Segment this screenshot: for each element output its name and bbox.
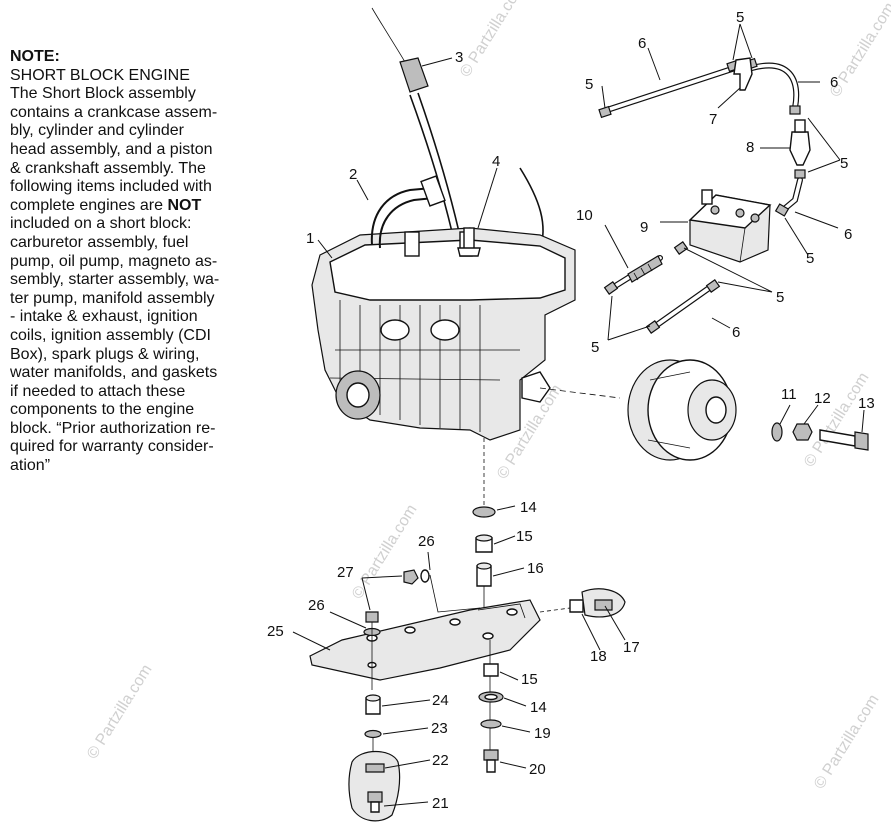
fuel-pump	[688, 189, 772, 263]
note-line: coils, ignition assembly (CDI	[10, 326, 211, 344]
callout-5: 5	[736, 9, 744, 26]
note-line: components to the engine	[10, 401, 195, 419]
callout-11: 11	[781, 386, 797, 403]
spark-plug-wires	[370, 175, 446, 249]
callout-25: 25	[267, 623, 284, 640]
watermark: © Partzilla.com	[84, 662, 156, 762]
callout-10: 10	[576, 207, 593, 224]
note-line: SHORT BLOCK ENGINE	[10, 66, 190, 84]
note-line: & crankshaft assembly. The	[10, 159, 206, 177]
callout-17: 17	[623, 639, 640, 656]
lower-mount-stack	[478, 640, 504, 773]
leader-lines	[292, 23, 865, 807]
callout-5: 5	[585, 76, 593, 93]
note-line: - intake & exhaust, ignition	[10, 308, 198, 326]
callout-23: 23	[431, 720, 448, 737]
note-title: NOTE:	[10, 48, 60, 65]
note-line: water manifolds, and gaskets	[10, 364, 218, 382]
callout-27: 27	[337, 564, 354, 581]
note-emphasis: NOT	[167, 196, 202, 214]
fuel-filter	[789, 119, 811, 166]
callout-5: 5	[591, 339, 599, 356]
side-bolt-assembly	[539, 588, 626, 618]
callout-6: 6	[732, 324, 740, 341]
flywheel-assembly	[627, 359, 737, 461]
note-line: The Short Block assembly	[10, 85, 196, 103]
callout-12: 12	[814, 390, 831, 407]
callout-9: 9	[640, 219, 648, 236]
callout-numbers: 1 2 3 4 5 5 5 5 5 5 6 6 6 6 7 8 9 10 11 …	[267, 9, 875, 812]
callout-14: 14	[530, 699, 547, 716]
check-valve	[627, 255, 663, 283]
callout-24: 24	[432, 692, 449, 709]
note-line: pump, oil pump, magneto as-	[10, 252, 218, 270]
note-line: block. “Prior authorization re-	[10, 419, 216, 437]
callout-15: 15	[516, 528, 533, 545]
callout-15: 15	[521, 671, 538, 688]
note-line: following items included with	[10, 178, 212, 196]
throttle-cable	[371, 7, 544, 251]
callout-18: 18	[590, 648, 607, 665]
callout-20: 20	[529, 761, 546, 778]
callout-6: 6	[830, 74, 838, 91]
callout-6: 6	[844, 226, 852, 243]
note-line: ter pump, manifold assembly	[10, 289, 215, 307]
note-line-text: complete engines are	[10, 196, 168, 214]
watermark: © Partzilla.com	[801, 370, 873, 470]
note-line: if needed to attach these	[10, 382, 186, 400]
lower-isolator-stack	[348, 694, 401, 822]
callout-3: 3	[455, 49, 463, 66]
callout-5: 5	[840, 155, 848, 172]
callout-2: 2	[349, 166, 357, 183]
callout-6: 6	[638, 35, 646, 52]
water-fitting	[457, 227, 481, 257]
callout-4: 4	[492, 153, 500, 170]
mounting-plate	[309, 599, 541, 681]
note-line: contains a crankcase assem-	[10, 103, 218, 121]
callout-5: 5	[776, 289, 784, 306]
callout-22: 22	[432, 752, 449, 769]
watermark: © Partzilla.com	[811, 692, 883, 792]
callout-8: 8	[746, 139, 754, 156]
watermark: © Partzilla.com	[457, 0, 529, 80]
note-line: carburetor assembly, fuel	[10, 233, 189, 251]
callout-13: 13	[858, 395, 875, 412]
note-block: NOTE: SHORT BLOCK ENGINE The Short Block…	[10, 48, 255, 476]
flywheel-fasteners	[771, 422, 869, 451]
callout-16: 16	[527, 560, 544, 577]
note-line: ation”	[10, 457, 51, 475]
note-line: bly, cylinder and cylinder	[10, 122, 185, 140]
watermark: © Partzilla.com	[349, 502, 421, 602]
engine-block	[311, 227, 621, 441]
note-line: included on a short block:	[10, 215, 192, 233]
callout-26: 26	[418, 533, 435, 550]
callout-7: 7	[709, 111, 717, 128]
callout-1: 1	[306, 230, 314, 247]
callout-14: 14	[520, 499, 537, 516]
note-line: head assembly, and a piston	[10, 140, 213, 158]
note-line: Box), spark plugs & wiring,	[10, 345, 200, 363]
callout-26: 26	[308, 597, 325, 614]
note-line-emphasis: complete engines are NOT	[10, 197, 255, 216]
note-line: quired for warranty consider-	[10, 438, 214, 456]
tee-fitting	[733, 57, 753, 91]
callout-21: 21	[432, 795, 449, 812]
callout-19: 19	[534, 725, 551, 742]
upper-mount-stack	[472, 438, 496, 630]
note-line: sembly, starter assembly, wa-	[10, 271, 220, 289]
bracket-fasteners	[363, 569, 481, 690]
callout-5: 5	[806, 250, 814, 267]
